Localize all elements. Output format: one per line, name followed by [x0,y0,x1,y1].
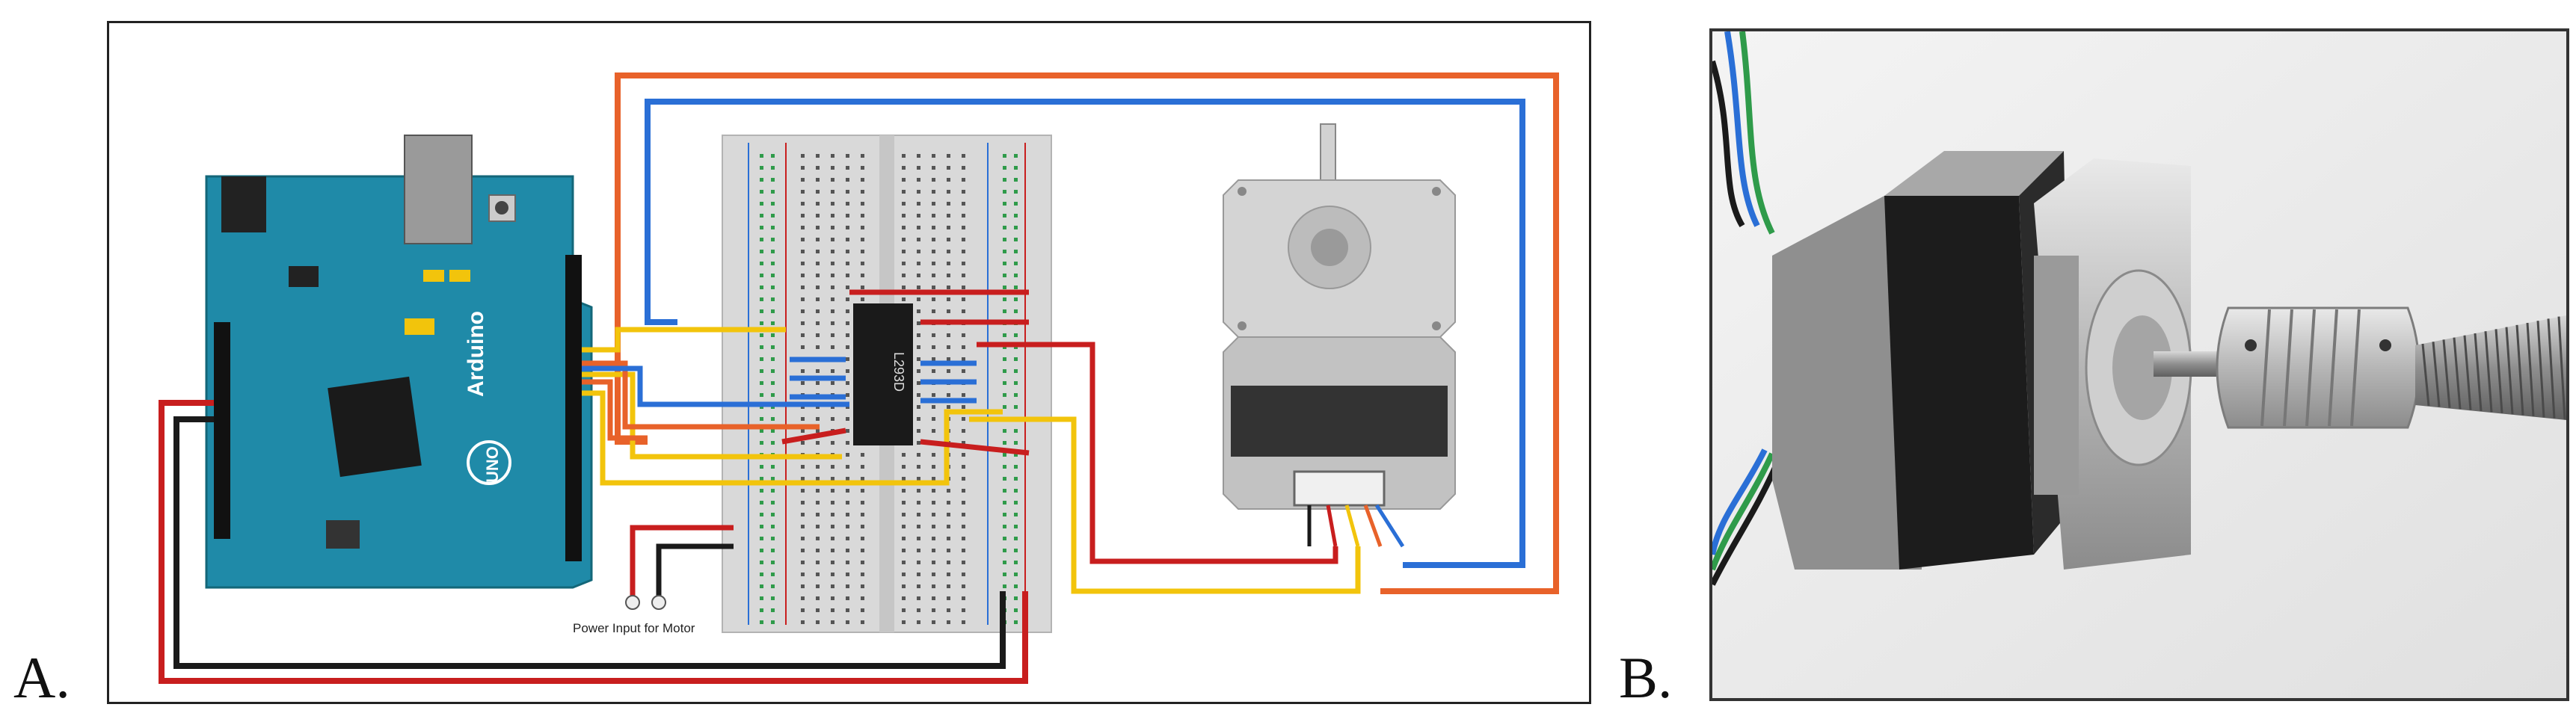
orange-wire-1 [582,360,820,430]
arduino-logo-text: Arduino [464,311,488,397]
blue-wire-1 [582,365,849,407]
motor-connector [1293,470,1386,507]
power-black-wire [656,543,734,597]
orange-wire-2 [582,379,648,441]
digital-header [565,255,582,561]
l293d-chip: L293D [853,303,913,445]
stepper-motor-photo [1709,28,2569,701]
motor-body-photo [1772,151,2192,570]
panel-label-b: B. [1619,645,1673,710]
power-analog-header [214,322,230,539]
circuit-diagram-panel: Arduino UNO L293D [107,21,1591,704]
power-input-label: Power Input for Motor [573,621,695,635]
panel-label-a: A. [13,645,70,710]
chip-label: L293D [891,352,906,392]
stepper-motor [1223,123,1456,548]
orange-wire-loop [615,72,1559,594]
usb-connector [404,135,473,244]
arduino-red-wire [159,400,1028,684]
motor-photo-illustration [1712,31,2566,698]
blue-wire-loop [645,99,1525,568]
flexible-coupler [2216,306,2420,429]
red-wire-motor [977,342,1338,564]
arduino-black-wire [173,416,1006,669]
power-terminal-pos [625,595,640,610]
barrel-jack [221,176,266,232]
yellow-wire-2 [582,371,842,460]
atmega-chip [328,376,422,478]
motor-stator-band [1231,386,1448,457]
uno-logo-text: UNO [483,446,502,483]
circuit-diagram: Arduino UNO L293D [159,72,1559,684]
lead-screw [2415,315,2566,420]
motor-cables [1712,31,1783,586]
yellow-wire-1 [582,327,786,353]
arduino-board: Arduino UNO [205,135,593,589]
power-red-wire [630,525,734,597]
yellow-wire-3 [582,390,1003,486]
power-terminal-neg [651,595,666,610]
yellow-wire-motor [969,416,1361,594]
